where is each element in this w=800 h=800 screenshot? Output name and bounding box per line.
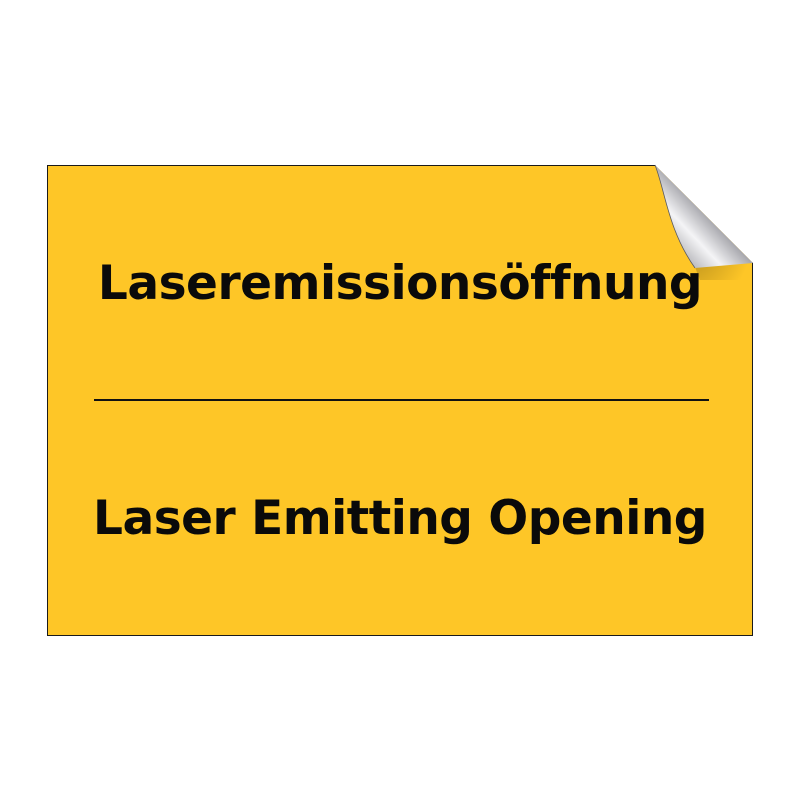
peeling-corner-icon [654,164,753,280]
divider-line [94,399,709,401]
sticker-sign: Laseremissionsöffnung Laser Emitting Ope… [47,165,753,636]
sign-title-english: Laser Emitting Opening [93,491,707,546]
sign-title-german: Laseremissionsöffnung [97,256,703,311]
